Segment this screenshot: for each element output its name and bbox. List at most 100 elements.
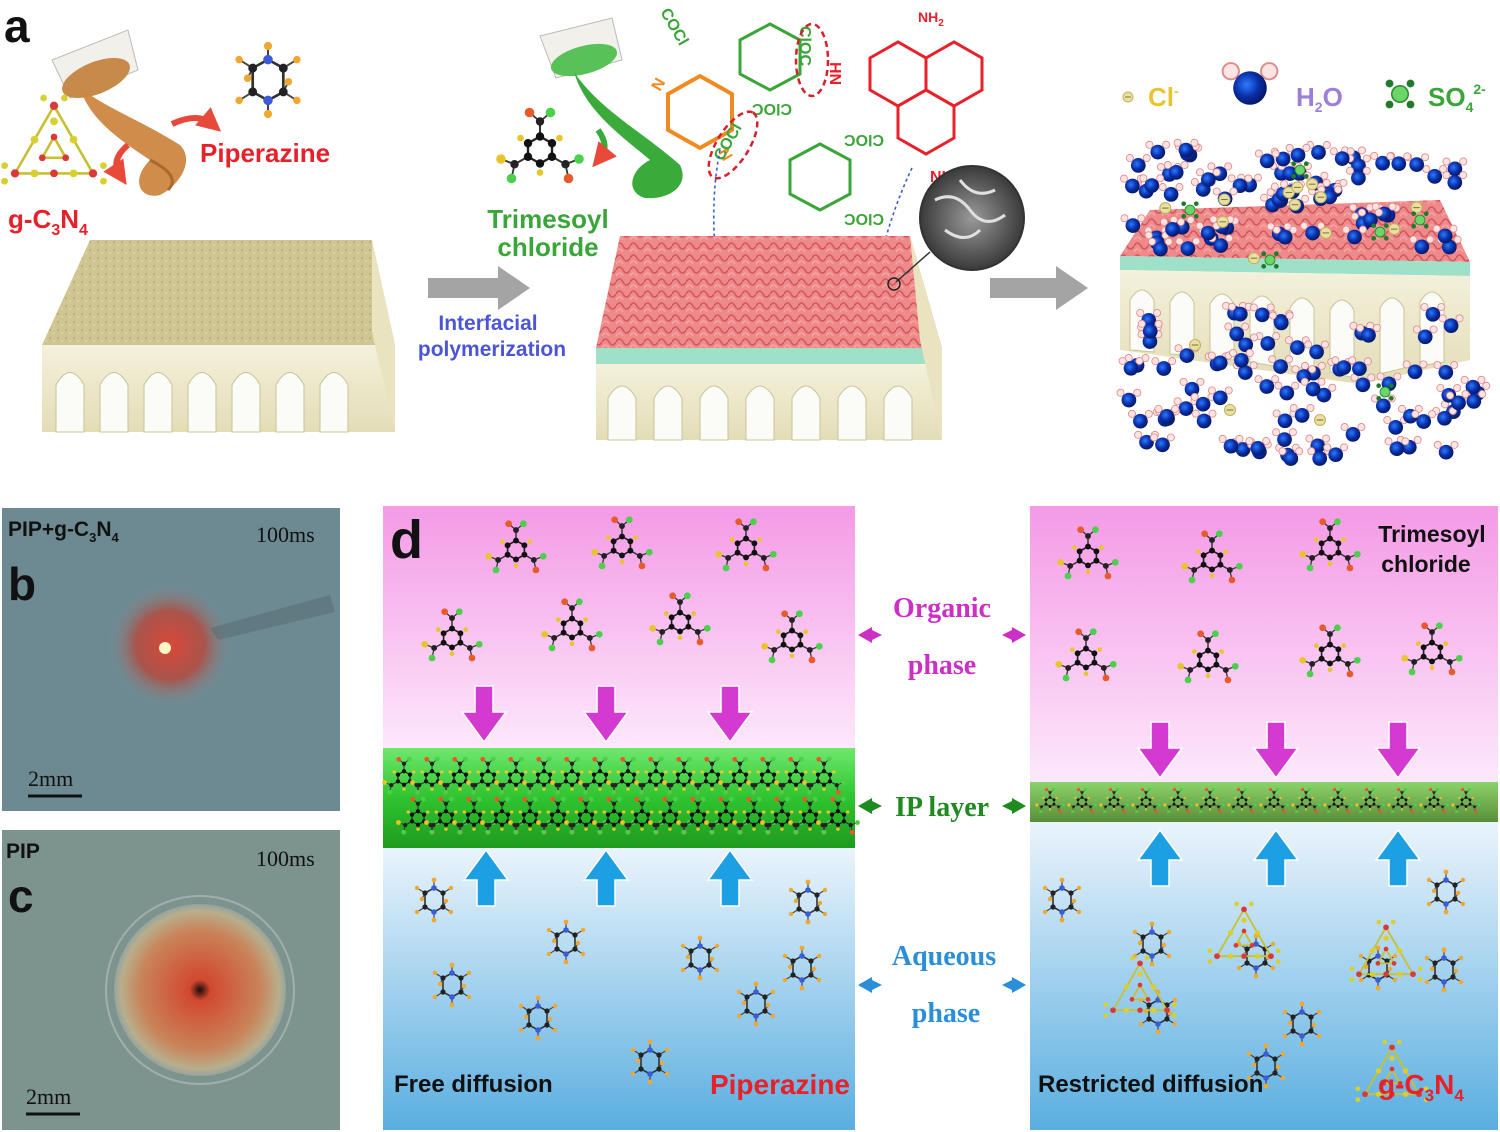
arrow-icon [170,107,222,132]
legend-cl: Cl- [1148,82,1179,112]
organic-label: Organic [893,593,991,624]
arrow-up-icon [1136,828,1184,887]
arrow-down-icon [706,685,754,744]
water-molecule-icon [1127,409,1153,430]
cl-ion-icon [1122,91,1134,103]
chloride-label-a: chloride [497,232,598,262]
arrow-icon [103,142,130,185]
sem-inset [919,165,1025,271]
water-molecule-icon [1340,422,1366,443]
arrow-left-icon [858,977,882,993]
chem-cloc: ClOC [796,26,813,66]
chem-n: N [649,75,670,94]
phase-label-organic: phase [908,650,976,681]
panel-label-b: b [8,558,36,610]
panel-d: d Organic phase IP layer Aqueous phase F… [381,506,1498,1130]
arrow-up-icon [1252,828,1300,887]
water-molecule-icon [1125,153,1151,174]
arrow-left-icon [858,798,882,814]
cl-ion-icon [1159,202,1172,215]
cl-ion-icon [1319,226,1332,239]
chem-cloc-4: ClOC [844,210,884,227]
diffusion-arrows [460,685,1422,907]
arrow-down-icon [1252,721,1300,780]
restricted-diffusion-label: Restricted diffusion [1038,1071,1263,1098]
panel-c: PIP 100ms c 2mm [2,830,340,1130]
chem-hn: HN [826,62,843,85]
panel-label-d: d [390,510,423,570]
water-molecule-icon [1191,409,1217,429]
interfacial-label: Interfacial [438,312,537,335]
chem-cocl: COCl [657,6,692,49]
arrow-down-icon [582,685,630,744]
water-molecule-icon [1386,152,1412,172]
cl-ion-icon [1218,193,1231,206]
trimesoyl-label-d: Trimesoyl [1378,521,1485,547]
arrow-down-icon [1374,721,1422,780]
support-pores [55,372,349,433]
arrow-up-icon [462,848,510,907]
gc3n4-label-a: g-C3N4 [8,204,88,239]
arrow-up-icon [706,848,754,907]
panel-b-scale: 2mm [28,766,73,791]
panel-c-time: 100ms [256,846,315,871]
water-molecule-icon [1151,357,1177,377]
pouring-cup-tmc [539,17,683,199]
panel-label-a: a [4,0,30,52]
trimesoyl-label-a: Trimesoyl [487,204,608,234]
water-molecule-icon [1306,140,1331,161]
legend-h2o: H2O [1296,82,1343,115]
water-molecule-icon [1274,381,1300,401]
cl-ion-icon [1288,198,1301,211]
polymerization-label: polymerization [418,338,566,361]
water-molecule-icon [1150,433,1175,453]
ip-layer-thin [1030,782,1498,822]
cl-ion-icon [1188,338,1202,352]
panel-b-time: 100ms [256,522,315,547]
arrow-up-icon [582,848,630,907]
cl-ion-icon [1247,252,1261,265]
arrow-right-icon [1002,627,1026,643]
arrow-left-icon [858,627,882,643]
cl-ion-icon [1313,413,1327,427]
panel-label-c: c [8,870,34,922]
process-arrow-icon [428,266,530,310]
free-diffusion-label: Free diffusion [394,1071,553,1098]
water-molecule-icon [1272,428,1297,448]
arrow-right-icon [1002,977,1026,993]
piperazine-label-d: Piperazine [710,1069,850,1100]
cl-ion-icon [1216,215,1229,228]
pouring-cup-piperazine [51,29,187,196]
cl-ion-icon [1410,201,1423,214]
gc3n4-label-d: g-C3N4 [1378,1069,1464,1105]
chem-nh2: NH2 [918,9,944,29]
water-molecule-icon [1179,377,1205,398]
panel-b-label: PIP+g-C3N4 [8,518,120,545]
cl-ion-icon [1388,223,1401,236]
sulfate-ion-icon [1384,78,1416,110]
panel-c-label: PIP [6,840,40,863]
tmc-molecule-a [495,106,585,185]
cl-ion-icon [1314,191,1327,204]
water-molecule-icon [1221,61,1279,107]
water-molecule-icon [1116,388,1142,408]
process-arrow-icon [990,266,1088,310]
panel-b: PIP+g-C3N4 100ms b 2mm [2,508,340,811]
chem-cloc-3: ClOC [844,131,884,148]
cl-ion-icon [1223,403,1237,417]
cl-ion-icon [1291,181,1304,194]
panel-a: a Piperazine g-C3N4 [0,0,1491,467]
arrow-down-icon [460,685,508,744]
phase-label-aqueous: phase [912,998,980,1029]
ion-legend: Cl- H2O SO42- [1122,61,1486,115]
piperazine-label-a: Piperazine [200,138,330,168]
arrow-up-icon [1374,828,1422,887]
panel-c-scale: 2mm [26,1084,71,1109]
water-molecule-icon [1158,182,1184,203]
polymer-structure: N N COCl ClOC ClOC ClOC ClOC COCl NH2 HN… [649,6,984,261]
ip-layer-label: IP layer [895,792,989,823]
water-molecule-icon [1433,440,1459,461]
composite-membrane [596,165,1025,441]
chem-cloc-2: ClOC [752,100,792,117]
